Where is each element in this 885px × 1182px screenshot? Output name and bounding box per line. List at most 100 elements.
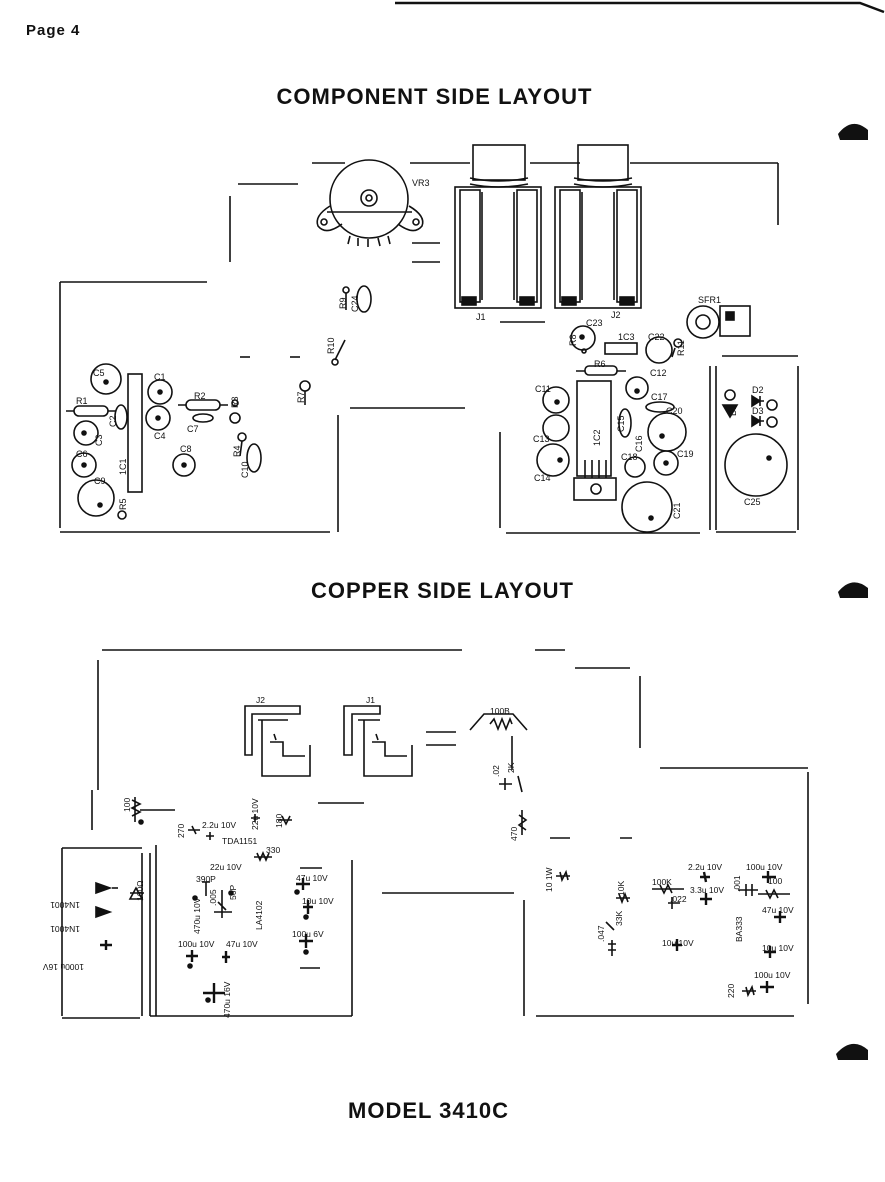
- label-ba333: BA333: [734, 916, 744, 942]
- label-r1: R1: [76, 396, 88, 406]
- label-c14: C14: [534, 473, 551, 483]
- label-r11: R11: [676, 340, 686, 356]
- label-sfr1: SFR1: [698, 295, 721, 305]
- label-c9: C9: [94, 476, 106, 486]
- label-c13: C13: [533, 434, 550, 444]
- label-270: 270: [176, 824, 186, 838]
- label-c6: C6: [76, 449, 88, 459]
- label-100b: 100B: [490, 706, 510, 716]
- label-56p: 56P: [228, 885, 238, 900]
- j1-jack-icon: [454, 144, 542, 309]
- label-copper-j1: J1: [366, 695, 375, 705]
- label-10u10v-c: 10u 10V: [762, 943, 794, 953]
- copper-jack-pads: [244, 705, 528, 777]
- label-c19: C19: [677, 449, 694, 459]
- label-100k: 100K: [652, 877, 672, 887]
- page-number: Page 4: [26, 22, 81, 39]
- label-vr3: VR3: [412, 178, 430, 188]
- label-c8: C8: [180, 444, 192, 454]
- label-10-1w: 10 1W: [544, 867, 554, 892]
- label-r10: R10: [326, 337, 336, 354]
- label-c16: C16: [634, 435, 644, 452]
- label-100-b: 100: [768, 876, 782, 886]
- label-c5: C5: [93, 368, 105, 378]
- label-c4: C4: [154, 431, 166, 441]
- label-1n4001-b: 1N4001: [50, 924, 80, 934]
- label-100u6v: 100u 6V: [292, 929, 324, 939]
- copper-side-title: COPPER SIDE LAYOUT: [311, 578, 574, 603]
- label-100u10v: 100u 10V: [178, 939, 215, 949]
- label-10u10v: 10u 10V: [302, 896, 334, 906]
- label-180: 180: [274, 814, 284, 828]
- label-j2: J2: [611, 310, 621, 320]
- label-c23: C23: [586, 318, 603, 328]
- label-c1: C1: [154, 372, 166, 382]
- label-d3: D3: [752, 406, 764, 416]
- label-r9: R9: [338, 297, 348, 309]
- label-ic1: 1C1: [118, 458, 128, 475]
- label-022: .022: [670, 894, 687, 904]
- label-c12: C12: [650, 368, 667, 378]
- label-1000u16v: 1000u 16V: [43, 962, 84, 972]
- label-10u10v-b: 10u 10V: [662, 938, 694, 948]
- binder-hole-icon: [838, 582, 868, 598]
- binder-hole-icon: [836, 1043, 868, 1060]
- label-470u10v: 470u 10V: [192, 897, 202, 934]
- label-c17: C17: [651, 392, 668, 402]
- label-22u10v: 22u 10V: [250, 798, 260, 830]
- label-c15: C15: [616, 415, 626, 432]
- label-ic2: 1C2: [592, 429, 602, 446]
- sfr1-trimmer-icon: [686, 305, 751, 339]
- label-220: 220: [726, 984, 736, 998]
- label-047: .047: [596, 925, 606, 942]
- label-001: .001: [732, 875, 742, 892]
- label-005: .005: [208, 889, 218, 906]
- copper-board-outline: [61, 649, 809, 1019]
- label-2-2u10v-b: 2.2u 10V: [688, 862, 722, 872]
- label-47u10v-c: 47u 10V: [762, 905, 794, 915]
- label-c3: C3: [94, 434, 104, 446]
- label-c20: C20: [666, 406, 683, 416]
- label-100u10v-b: 100u 10V: [746, 862, 783, 872]
- label-100u10v-c: 100u 10V: [754, 970, 791, 980]
- component-side-title: COMPONENT SIDE LAYOUT: [276, 84, 593, 109]
- label-c25: C25: [744, 497, 761, 507]
- label-470: 470: [509, 827, 519, 841]
- label-390p: 390P: [196, 874, 216, 884]
- label-2k: 2K: [506, 762, 516, 773]
- j2-jack-icon: [554, 144, 642, 309]
- copper-parts: [95, 736, 790, 1003]
- label-d1: D1: [728, 404, 738, 416]
- label-3-3u10v: 3.3u 10V: [690, 885, 724, 895]
- label-c24: C24: [350, 295, 360, 312]
- label-47u10v-b: 47u 10V: [226, 939, 258, 949]
- component-parts: [66, 285, 788, 533]
- component-board-outline: [59, 162, 799, 534]
- label-100: 100: [122, 798, 132, 812]
- label-la4102: LA4102: [254, 900, 264, 930]
- label-c11: C11: [535, 384, 551, 394]
- label-02: .02: [491, 765, 501, 777]
- label-c10: C10: [240, 461, 250, 478]
- binder-hole-icon: [838, 123, 868, 140]
- label-47u10v: 47u 10V: [296, 873, 328, 883]
- label-j1: J1: [476, 312, 486, 322]
- label-r3: R3: [230, 396, 240, 408]
- label-tda1151: TDA1151: [222, 836, 258, 846]
- label-c22: C22: [648, 332, 665, 342]
- vr3-potentiometer-icon: [316, 159, 424, 247]
- label-1n4001: 1N4001: [50, 900, 80, 910]
- label-10k: 10K: [616, 881, 626, 896]
- label-330: 330: [266, 845, 280, 855]
- label-2-2u10v: 2.2u 10V: [202, 820, 236, 830]
- label-c21: C21: [672, 502, 682, 519]
- model-title: MODEL 3410C: [348, 1098, 509, 1123]
- label-r4: R4: [232, 445, 242, 457]
- label-100ohm: 100Ω: [135, 880, 145, 901]
- label-r8: R8: [568, 334, 578, 346]
- label-22u10v-b: 22u 10V: [210, 862, 242, 872]
- label-r2: R2: [194, 391, 206, 401]
- label-c2: C2: [108, 415, 118, 427]
- label-d2: D2: [752, 385, 764, 395]
